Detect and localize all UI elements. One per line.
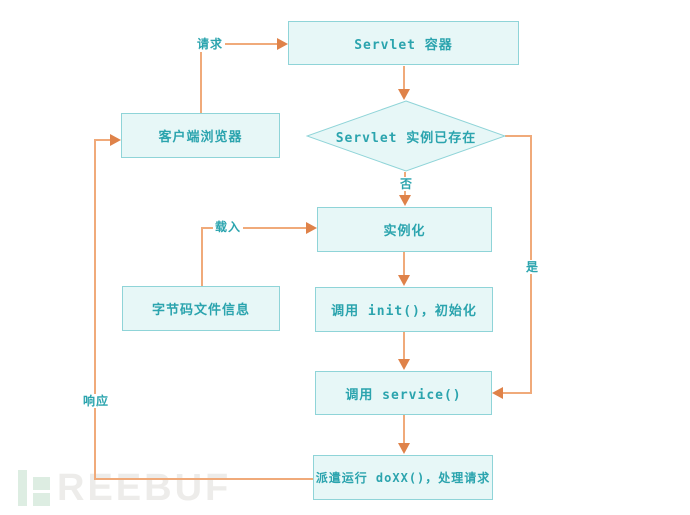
init-to-service-arrowhead — [398, 359, 410, 370]
servlet-container-label: Servlet 容器 — [354, 37, 453, 53]
instantiate-label: 实例化 — [383, 224, 426, 239]
client-browser-node: 客户端浏览器 — [121, 113, 280, 158]
load-label: 载入 — [213, 220, 244, 234]
no-arrowhead — [399, 195, 411, 206]
instantiate-to-init-connector — [403, 252, 405, 278]
yes-arrowhead — [492, 387, 503, 399]
init-to-service-connector — [403, 332, 405, 361]
container-to-diamond-arrowhead — [398, 89, 410, 100]
bytecode-info-label: 字节码文件信息 — [151, 303, 250, 318]
instance-exists-decision: Servlet 实例已存在 — [306, 100, 506, 172]
yes-bottom-connector — [503, 392, 532, 394]
load-arrowhead — [306, 222, 317, 234]
servlet-container-node: Servlet 容器 — [288, 21, 519, 65]
bytecode-info-node: 字节码文件信息 — [122, 286, 280, 331]
yes-label: 是 — [524, 260, 542, 274]
dispatch-doxx-node: 派遣运行 doXX()，处理请求 — [313, 455, 493, 500]
load-connector — [201, 227, 307, 229]
request-arrowhead — [277, 38, 288, 50]
service-to-dispatch-connector — [403, 415, 405, 445]
call-init-node: 调用 init()，初始化 — [315, 287, 493, 332]
freebuf-logo-square-top — [33, 477, 50, 490]
freebuf-logo-bar — [18, 470, 27, 506]
client-browser-label: 客户端浏览器 — [158, 130, 243, 145]
request-to-browser-connector — [200, 52, 202, 113]
bytecode-up-connector — [201, 228, 203, 286]
freebuf-watermark-text: REEBUF — [57, 467, 232, 509]
instantiate-to-init-arrowhead — [398, 275, 410, 286]
response-bottom-connector — [95, 478, 313, 480]
yes-top-connector — [505, 135, 532, 137]
request-connector — [225, 43, 280, 45]
instance-exists-label: Servlet 实例已存在 — [335, 130, 477, 146]
response-vertical-connector — [94, 140, 96, 480]
freebuf-logo-square-bottom — [33, 493, 50, 506]
response-top-connector — [94, 139, 112, 141]
dispatch-doxx-label: 派遣运行 doXX()，处理请求 — [315, 471, 491, 485]
call-init-label: 调用 init()，初始化 — [331, 304, 477, 319]
service-to-dispatch-arrowhead — [398, 443, 410, 454]
call-service-node: 调用 service() — [315, 371, 492, 415]
request-label: 请求 — [195, 37, 226, 51]
no-label: 否 — [398, 177, 416, 191]
call-service-label: 调用 service() — [345, 387, 462, 403]
diamond-shape — [306, 100, 506, 172]
response-label: 响应 — [81, 394, 112, 408]
instantiate-node: 实例化 — [317, 207, 492, 252]
response-arrowhead — [110, 134, 121, 146]
container-to-diamond-connector — [403, 66, 405, 92]
